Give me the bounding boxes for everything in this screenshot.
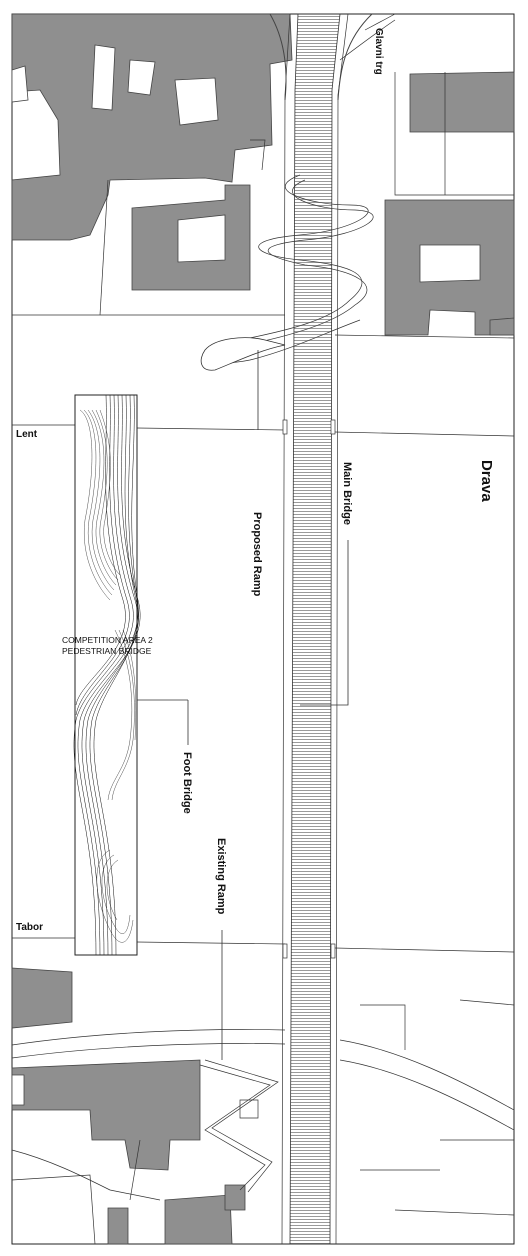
- label-competition-area: COMPETITION AREA 2: [62, 635, 153, 645]
- river-banks: [12, 424, 515, 953]
- label-existing-ramp: Existing Ramp: [215, 838, 227, 915]
- foot-bridge: [73, 394, 141, 956]
- label-lent: Lent: [16, 429, 38, 440]
- south-bank-buildings: [11, 967, 246, 1245]
- label-pedestrian-bridge: PEDESTRIAN BRIDGE: [62, 646, 152, 656]
- south-bank-streets: [11, 999, 515, 1245]
- label-foot-bridge: Foot Bridge: [181, 752, 193, 814]
- label-proposed-ramp: Proposed Ramp: [251, 512, 263, 597]
- label-main-bridge: Main Bridge: [341, 462, 353, 525]
- leader-lines: [137, 350, 349, 1060]
- label-drava: Drava: [478, 460, 495, 502]
- main-bridge: [269, 13, 373, 1245]
- label-glavni-trg: Glavni trg: [373, 28, 384, 75]
- label-tabor: Tabor: [16, 922, 43, 933]
- north-bank-buildings: [11, 13, 515, 336]
- north-bank-streets: [12, 13, 515, 371]
